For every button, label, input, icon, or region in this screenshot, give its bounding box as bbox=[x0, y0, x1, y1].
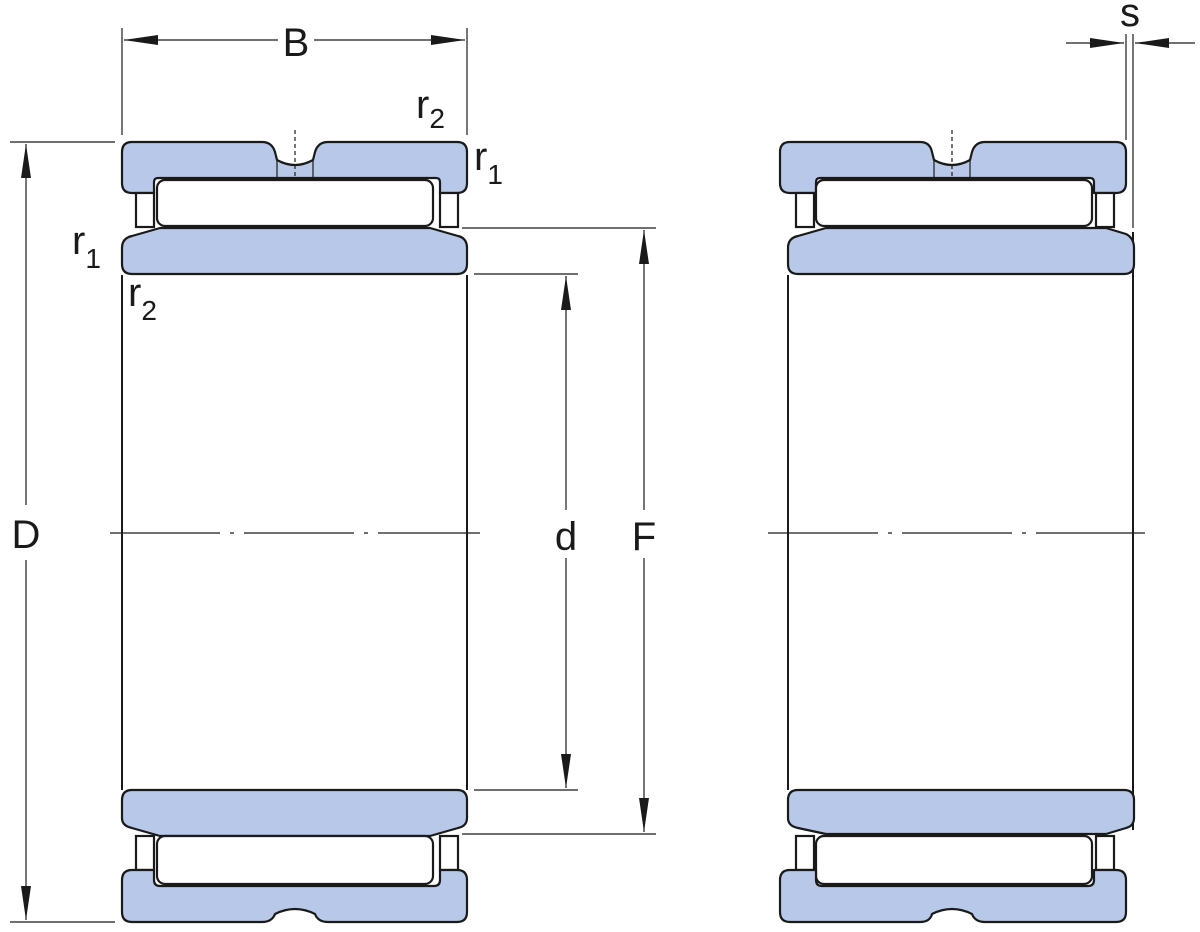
F-arrow-top bbox=[639, 230, 649, 264]
chamfer-labels: r2 r1 r1 r2 bbox=[72, 83, 503, 326]
right-top-cage-left bbox=[794, 191, 816, 229]
right-bottom-inner-ring bbox=[786, 788, 1136, 836]
r2-label-top: r2 bbox=[416, 83, 445, 134]
d-arrow-top bbox=[561, 276, 571, 310]
r2-label-left: r2 bbox=[128, 271, 157, 326]
F-label: F bbox=[632, 515, 656, 559]
D-arrow-bottom bbox=[21, 886, 31, 920]
B-label: B bbox=[283, 21, 310, 65]
right-bearing-view bbox=[768, 130, 1145, 924]
left-bearing-view bbox=[110, 130, 480, 924]
dimension-s: s bbox=[1066, 0, 1195, 228]
d-label: d bbox=[555, 515, 577, 559]
D-arrow-top bbox=[21, 144, 31, 178]
right-bottom-outer-ring bbox=[778, 868, 1128, 924]
bottom-outer-ring bbox=[120, 868, 469, 924]
dimension-d: d bbox=[474, 273, 578, 791]
dimension-B: B bbox=[121, 21, 468, 135]
right-top-cage-right bbox=[1094, 191, 1116, 229]
F-arrow-bottom bbox=[639, 798, 649, 832]
r1-label-left: r1 bbox=[72, 219, 101, 274]
bottom-inner-ring bbox=[120, 788, 469, 838]
s-arrow-right bbox=[1135, 38, 1169, 48]
right-bottom-needle-roller bbox=[814, 834, 1094, 886]
right-top-outer-ring bbox=[778, 140, 1128, 195]
B-arrow-left bbox=[124, 35, 158, 45]
right-top-inner-ring bbox=[786, 226, 1136, 276]
dimension-D: D bbox=[10, 141, 115, 923]
top-needle-roller bbox=[155, 178, 435, 228]
r1-label-top: r1 bbox=[474, 135, 503, 190]
bottom-cage-right bbox=[438, 834, 460, 872]
dimension-F: F bbox=[462, 227, 656, 835]
s-label: s bbox=[1120, 0, 1140, 35]
top-inner-ring bbox=[120, 226, 469, 276]
right-bottom-cage-left bbox=[794, 834, 816, 872]
top-cage-right bbox=[438, 191, 460, 229]
D-label: D bbox=[12, 513, 41, 557]
top-cage-left bbox=[134, 191, 156, 229]
right-top-needle-roller bbox=[814, 178, 1094, 228]
bottom-needle-roller bbox=[155, 834, 435, 886]
right-bottom-cage-right bbox=[1094, 834, 1116, 872]
d-arrow-bottom bbox=[561, 754, 571, 788]
bottom-cage-left bbox=[134, 834, 156, 872]
B-arrow-right bbox=[431, 35, 465, 45]
s-arrow-left bbox=[1090, 38, 1124, 48]
